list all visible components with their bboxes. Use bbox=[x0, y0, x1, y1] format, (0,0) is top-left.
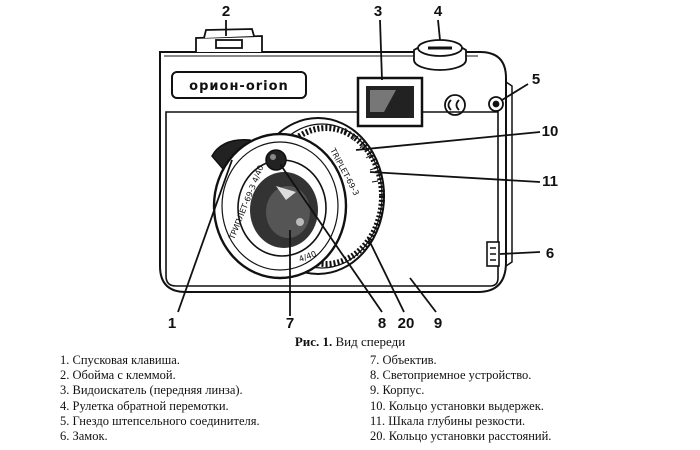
rewind-knob bbox=[413, 39, 467, 71]
callout-20: 20 bbox=[398, 315, 415, 332]
legend-item: 8. Светоприемное устройство. bbox=[370, 368, 532, 383]
callout-1: 1 bbox=[168, 315, 176, 332]
legend-item: 5. Гнездо штепсельного соединителя. bbox=[60, 413, 260, 428]
brand-plate: орион-orion bbox=[171, 71, 307, 99]
leader-lines bbox=[177, 19, 541, 316]
callout-numbers: 2 3 4 5 6 1 7 8 20 9 10 11 bbox=[168, 3, 559, 332]
figure-caption: Рис. 1. Вид спереди bbox=[0, 334, 700, 350]
callout-3: 3 bbox=[374, 3, 382, 20]
viewfinder-window bbox=[356, 76, 424, 128]
accessory-shoe bbox=[195, 28, 263, 52]
callout-6: 6 bbox=[546, 245, 554, 262]
certification-mark bbox=[444, 94, 466, 116]
lens-assembly: ТРИПЛЕТ-69-3 4/40 TRIPLET-69-3 4/40 bbox=[212, 117, 385, 280]
legend-item: 10. Кольцо установки выдержек. bbox=[370, 398, 544, 413]
callout-5: 5 bbox=[532, 71, 540, 88]
lock-latch bbox=[486, 241, 500, 267]
brand-label: орион-orion bbox=[189, 79, 289, 94]
legend-item: 1. Спусковая клавиша. bbox=[60, 353, 180, 367]
legend-item: 6. Замок. bbox=[60, 429, 108, 444]
legend-item: 4. Рулетка обратной перемотки. bbox=[60, 398, 229, 413]
legend-left-column: 1. Спусковая клавиша. 2. Обойма с клеммо… bbox=[60, 353, 360, 444]
callout-10: 10 bbox=[542, 123, 559, 140]
callout-11: 11 bbox=[542, 173, 558, 190]
callout-8: 8 bbox=[378, 315, 386, 332]
legend-item: 11. Шкала глубины резкости. bbox=[370, 413, 526, 428]
legend-item: 3. Видоискатель (передняя линза). bbox=[60, 383, 243, 398]
camera-front-diagram: орион-orion bbox=[159, 3, 559, 332]
legend-item: 2. Обойма с клеммой. bbox=[60, 368, 176, 383]
callout-9: 9 bbox=[434, 315, 442, 332]
callout-4: 4 bbox=[434, 3, 443, 20]
figure-caption-prefix: Рис. 1. bbox=[294, 334, 333, 349]
flash-socket bbox=[488, 96, 504, 112]
legend-item: 20. Кольцо установки расстояний. bbox=[370, 429, 552, 444]
figure-caption-text: Вид спереди bbox=[335, 334, 406, 349]
callout-7: 7 bbox=[286, 315, 294, 332]
legend-right-column: 7. Объектив. 8. Светоприемное устройство… bbox=[370, 353, 690, 444]
legend-item: 7. Объектив. bbox=[370, 353, 437, 367]
callout-2: 2 bbox=[222, 3, 230, 20]
legend-item: 9. Корпус. bbox=[370, 383, 425, 398]
